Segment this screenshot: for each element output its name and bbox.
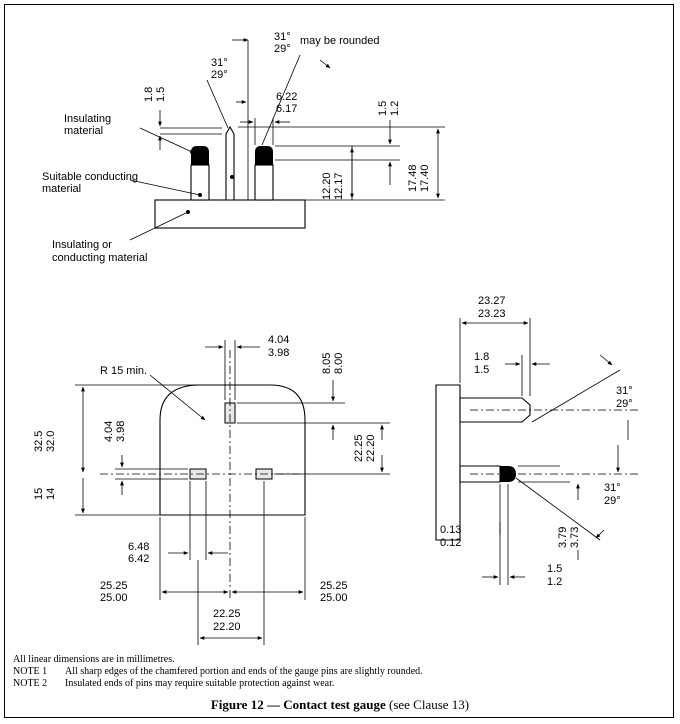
note-1-tag: NOTE 1 — [13, 666, 48, 677]
figure-caption: Figure 12 — Contact test gauge (see Clau… — [0, 697, 680, 713]
dim-slot-w-vert-2: 3.98 — [115, 421, 127, 442]
dim-left-w-1: 25.25 — [100, 580, 128, 592]
dim-slot-w-vert-1: 4.04 — [103, 421, 115, 442]
label-base-2: conducting material — [52, 252, 147, 264]
dim-angle-top-2: 29° — [274, 43, 291, 55]
label-insulating-2: material — [64, 125, 103, 137]
side-dim-tip-1: 1.5 — [547, 563, 562, 575]
pin-center — [225, 125, 235, 201]
dim-angle-left-2: 29° — [211, 69, 228, 81]
label-rounded: may be rounded — [300, 35, 380, 47]
label-insulating-1: Insulating — [64, 113, 111, 125]
dim-total-2: 17.40 — [419, 164, 431, 192]
dim-pin-w-2: 6.42 — [128, 553, 149, 565]
label-conducting-2: material — [42, 183, 81, 195]
note-1: NOTE 1 All sharp edges of the chamfered p… — [13, 666, 663, 678]
dim-slot-h-2: 8.00 — [333, 353, 345, 374]
dim-mid-h-1: 22.25 — [353, 434, 365, 462]
top-view: Insulating material Suitable conducting … — [42, 31, 445, 264]
side-dim-angle2-1: 31° — [604, 482, 621, 494]
dim-center-w-1: 22.25 — [213, 608, 241, 620]
dim-left-h-1: 32.5 — [33, 431, 45, 452]
side-dim-tip-2: 1.2 — [547, 576, 562, 588]
side-dim-angle1-1: 31° — [616, 385, 633, 397]
dim-pin-len-2: 12.17 — [333, 172, 345, 200]
side-dim-angle1-2: 29° — [616, 398, 633, 410]
dim-slot-h-1: 8.05 — [321, 353, 333, 374]
dim-angle-left-1: 31° — [211, 57, 228, 69]
dim-left-h-2: 32.0 — [45, 431, 57, 452]
dim-tip-1: 1.5 — [377, 101, 389, 116]
label-radius: R 15 min. — [100, 365, 147, 377]
figure-frame — [4, 4, 674, 718]
dim-pin-dia-1: 6.22 — [276, 91, 297, 103]
note-units: All linear dimensions are in millimetres… — [13, 654, 175, 665]
note-1-text: All sharp edges of the chamfered portion… — [65, 666, 423, 677]
side-dim-chamfer-2: 1.5 — [474, 364, 489, 376]
side-dim-pin-dia-2: 3.73 — [569, 527, 581, 548]
note-2: NOTE 2 Insulated ends of pins may require… — [13, 678, 663, 690]
side-dim-chamfer-1: 1.8 — [474, 351, 489, 363]
dim-bottom-h-1: 15 — [33, 488, 45, 500]
label-conducting-1: Suitable conducting — [42, 171, 138, 183]
dim-pin-dia-2: 6.17 — [276, 103, 297, 115]
gauge-base — [154, 199, 306, 229]
dim-pin-len-1: 12.20 — [321, 172, 333, 200]
insulating-cap-left — [191, 146, 209, 165]
side-dim-gap-2: 0.12 — [440, 537, 461, 549]
side-dim-pin-dia-1: 3.79 — [557, 527, 569, 548]
side-dim-length-2: 23.23 — [478, 308, 506, 320]
note-2-tag: NOTE 2 — [13, 678, 48, 689]
dim-tip-2: 1.2 — [389, 101, 401, 116]
dim-chamfer-h-2: 1.5 — [155, 87, 167, 102]
dim-right-w-2: 25.00 — [320, 592, 348, 604]
dim-center-w-2: 22.20 — [213, 621, 241, 633]
side-dim-gap-1: 0.13 — [440, 524, 461, 536]
dim-total-1: 17.48 — [407, 164, 419, 192]
figure-label: Figure 12 — Contact test gauge — [210, 697, 386, 712]
note-2-text: Insulated ends of pins may require suita… — [65, 678, 335, 689]
notes-block: All linear dimensions are in millimetres… — [13, 654, 663, 690]
insulating-cap-right — [255, 146, 273, 165]
dim-chamfer-h-1: 1.8 — [143, 87, 155, 102]
pin-right — [254, 164, 274, 201]
side-base — [435, 384, 461, 541]
dim-angle-top-1: 31° — [274, 31, 291, 43]
dim-pin-w-1: 6.48 — [128, 541, 149, 553]
dim-right-w-1: 25.25 — [320, 580, 348, 592]
dim-bottom-h-2: 14 — [45, 488, 57, 500]
side-dim-length-1: 23.27 — [478, 295, 506, 307]
dim-slot-w-2: 3.98 — [268, 347, 289, 359]
side-pin-upper — [459, 397, 531, 423]
dim-slot-w-1: 4.04 — [268, 334, 289, 346]
side-view: 23.27 23.23 1.8 1.5 31° 29° 31° 29° 3.79… — [435, 295, 640, 588]
figure-clause-ref: (see Clause 13) — [388, 697, 470, 712]
label-base-1: Insulating or — [52, 239, 112, 251]
side-dim-angle2-2: 29° — [604, 495, 621, 507]
front-view: R 15 min. 4.04 3.98 8.05 8.00 22.25 22.2… — [33, 334, 390, 645]
dim-mid-h-2: 22.20 — [365, 434, 377, 462]
dim-left-w-2: 25.00 — [100, 592, 128, 604]
